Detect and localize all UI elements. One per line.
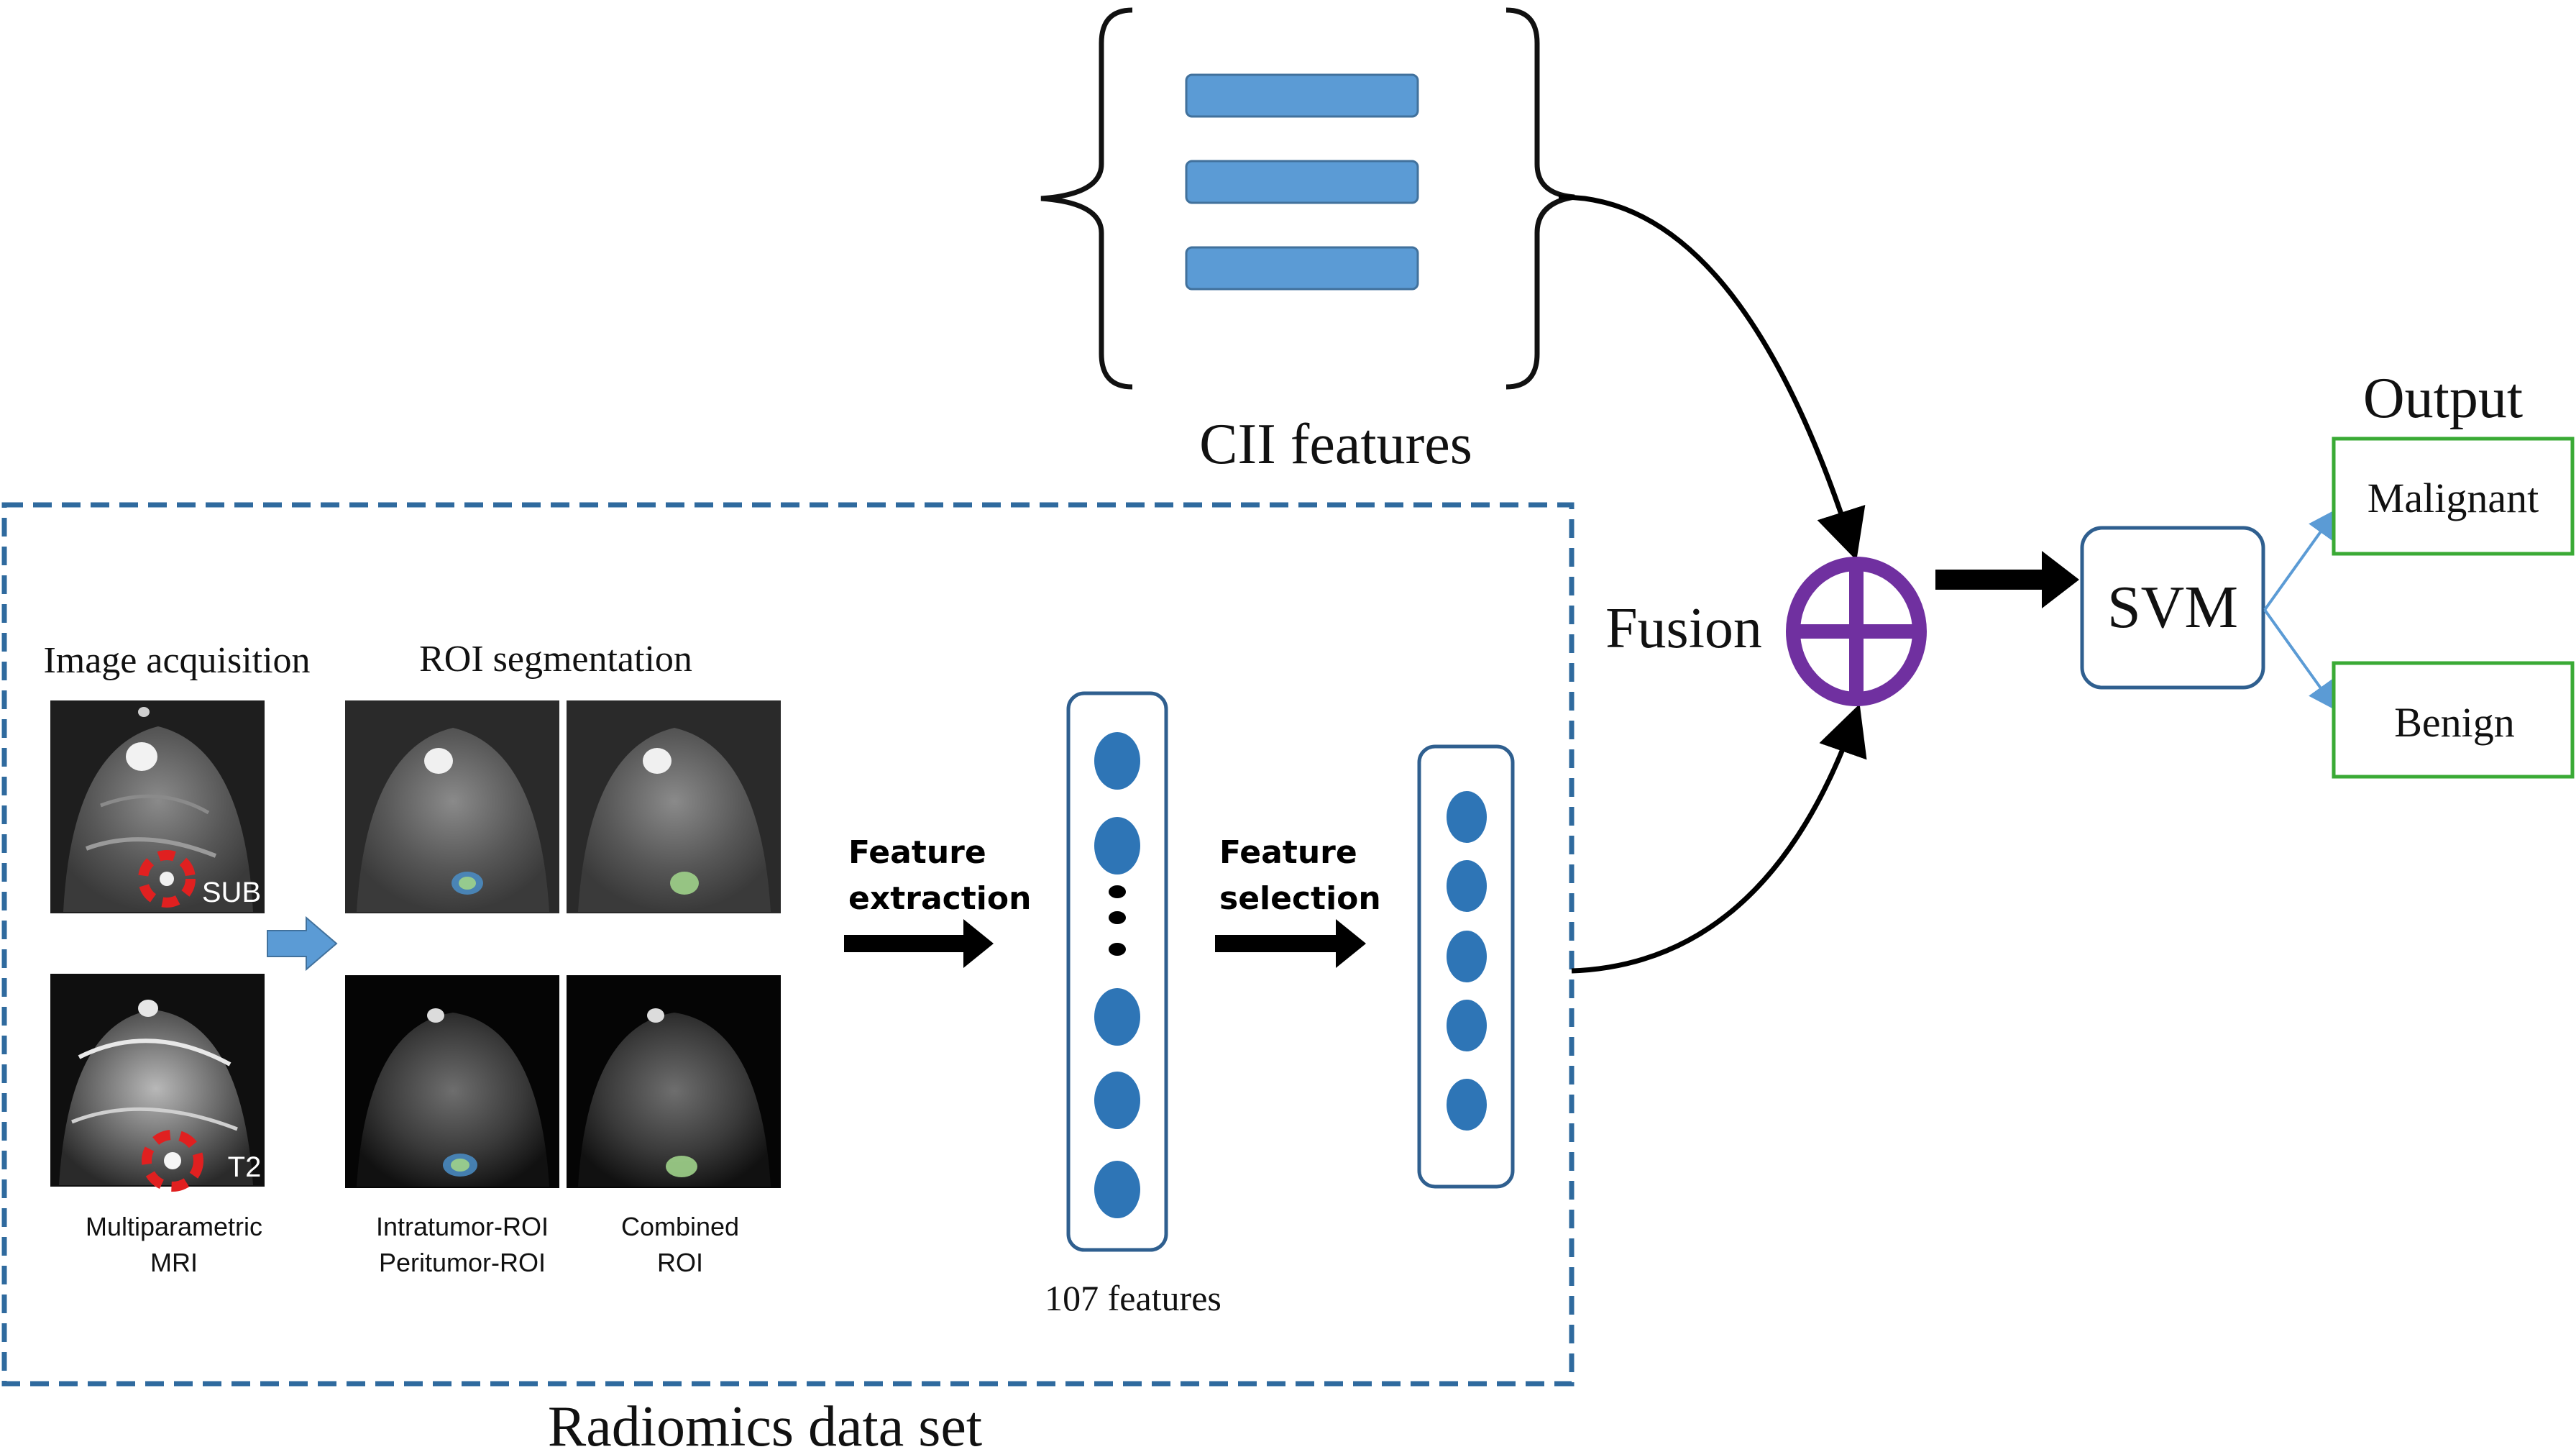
caption-combined-line1: Combined — [621, 1212, 739, 1241]
feature-extraction-line1: Feature — [848, 834, 986, 871]
mri-sub-image: SUB — [50, 700, 265, 913]
radiomics-group: Radiomics data set Image acquisition ROI… — [1, 502, 1575, 1452]
mri-t2-image: T2 — [50, 974, 265, 1192]
sub-tag: SUB — [202, 877, 261, 908]
selected-feature-node — [1447, 931, 1487, 982]
ellipsis-dot — [1109, 911, 1126, 924]
selected-feature-node — [1447, 1000, 1487, 1051]
ellipsis-dot — [1109, 943, 1126, 956]
svm-to-benign-connector — [2263, 608, 2337, 711]
fusion-label: Fusion — [1605, 597, 1762, 660]
feature-node — [1094, 817, 1140, 875]
all-features-column — [1066, 691, 1168, 1252]
selected-feature-node — [1447, 791, 1487, 843]
ellipsis-dot — [1109, 885, 1126, 898]
malignant-box — [2332, 437, 2575, 556]
roi-marker-t2 — [142, 1130, 203, 1192]
output-group: Output Malignant Benign — [2332, 367, 2575, 779]
svm-group: SVM — [2080, 508, 2337, 711]
cii-feature-bar-3 — [1185, 246, 1419, 291]
selected-feature-node — [1447, 1079, 1487, 1131]
svm-to-malignant-connector — [2263, 508, 2337, 611]
roi-combined-t2-image — [567, 975, 781, 1188]
left-brace — [1040, 7, 1133, 390]
radiomics-box-label: Radiomics data set — [548, 1395, 982, 1452]
fusion-to-svm-arrow — [1935, 551, 2079, 608]
acquisition-to-segmentation-arrow — [267, 916, 338, 972]
image-acquisition-label: Image acquisition — [43, 640, 310, 681]
radiomics-dashed-box — [1, 502, 1575, 1387]
feature-selection-line2: selection — [1219, 880, 1381, 917]
t2-tag: T2 — [228, 1151, 262, 1183]
cii-feature-bar-2 — [1185, 160, 1419, 204]
svm-label: SVM — [2107, 574, 2238, 641]
feature-extraction-arrow — [844, 919, 994, 968]
caption-mpmri-line2: MRI — [150, 1248, 198, 1277]
cii-features-group: CII features — [1040, 7, 1575, 476]
benign-box — [2332, 661, 2575, 779]
feature-node — [1094, 1072, 1140, 1129]
cii-features-label: CII features — [1199, 413, 1472, 476]
malignant-label: Malignant — [2368, 475, 2539, 521]
radiomics-to-fusion-connector — [1571, 703, 1867, 974]
roi-intra-peri-t2-image — [345, 975, 559, 1188]
roi-segmentation-label: ROI segmentation — [419, 639, 692, 680]
cii-to-fusion-connector — [1558, 194, 1866, 561]
caption-roi-line1: Intratumor-ROI — [376, 1212, 549, 1241]
features-count-label: 107 features — [1045, 1278, 1221, 1318]
feature-node — [1094, 1161, 1140, 1218]
feature-extraction-line2: extraction — [848, 880, 1031, 917]
caption-combined-line2: ROI — [657, 1248, 703, 1277]
feature-selection-line1: Feature — [1219, 834, 1357, 871]
roi-combined-sub-image — [567, 700, 781, 913]
caption-mpmri-line1: Multiparametric — [86, 1212, 262, 1241]
benign-label: Benign — [2394, 699, 2515, 746]
roi-intra-peri-sub-image — [345, 700, 559, 913]
roi-marker-sub — [138, 850, 196, 908]
caption-roi-line2: Peritumor-ROI — [379, 1248, 546, 1277]
feature-node — [1094, 988, 1140, 1046]
selected-feature-node — [1447, 860, 1487, 912]
svm-box — [2080, 526, 2265, 690]
fusion-group: Fusion — [1558, 194, 2079, 974]
cii-feature-bar-1 — [1185, 73, 1419, 118]
feature-node — [1094, 732, 1140, 790]
feature-selection-arrow — [1215, 919, 1366, 968]
output-title: Output — [2363, 367, 2523, 430]
